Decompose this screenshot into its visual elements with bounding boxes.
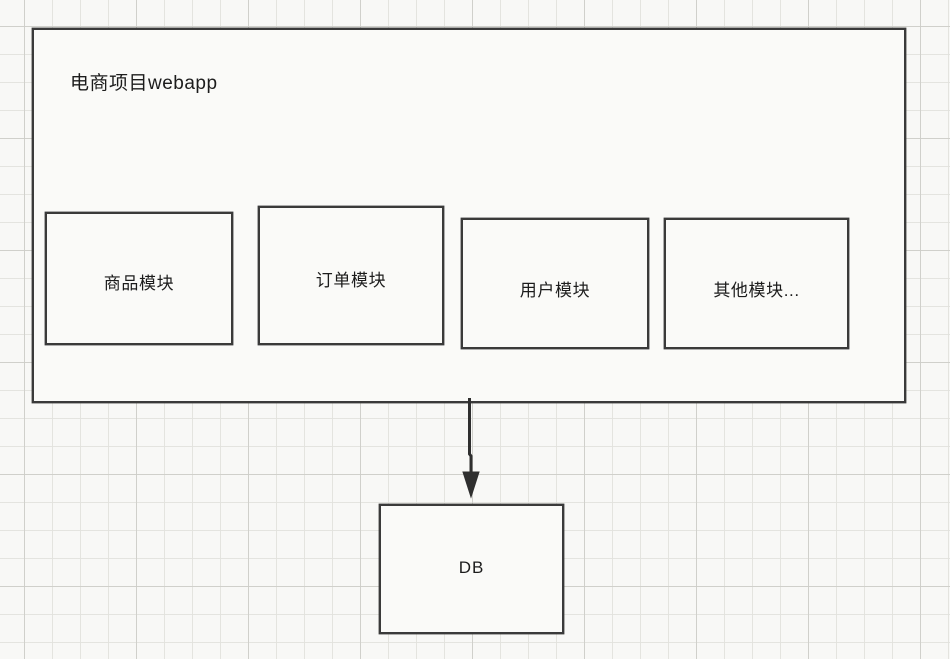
- module-label: 其他模块...: [713, 281, 800, 300]
- module-node-order[interactable]: 订单模块: [258, 206, 444, 345]
- edge-line: [468, 398, 473, 474]
- module-label: 商品模块: [103, 274, 175, 293]
- arrowhead-icon: [462, 471, 480, 499]
- database-label: DB: [458, 558, 485, 577]
- database-node-db[interactable]: DB: [379, 504, 564, 634]
- module-label: 用户模块: [519, 281, 591, 300]
- module-node-product[interactable]: 商品模块: [45, 212, 233, 345]
- module-label: 订单模块: [315, 271, 387, 290]
- module-node-user[interactable]: 用户模块: [461, 218, 649, 349]
- module-node-other[interactable]: 其他模块...: [664, 218, 849, 349]
- container-title: 电商项目webapp: [70, 73, 218, 94]
- edge-webapp-to-db[interactable]: [440, 398, 510, 503]
